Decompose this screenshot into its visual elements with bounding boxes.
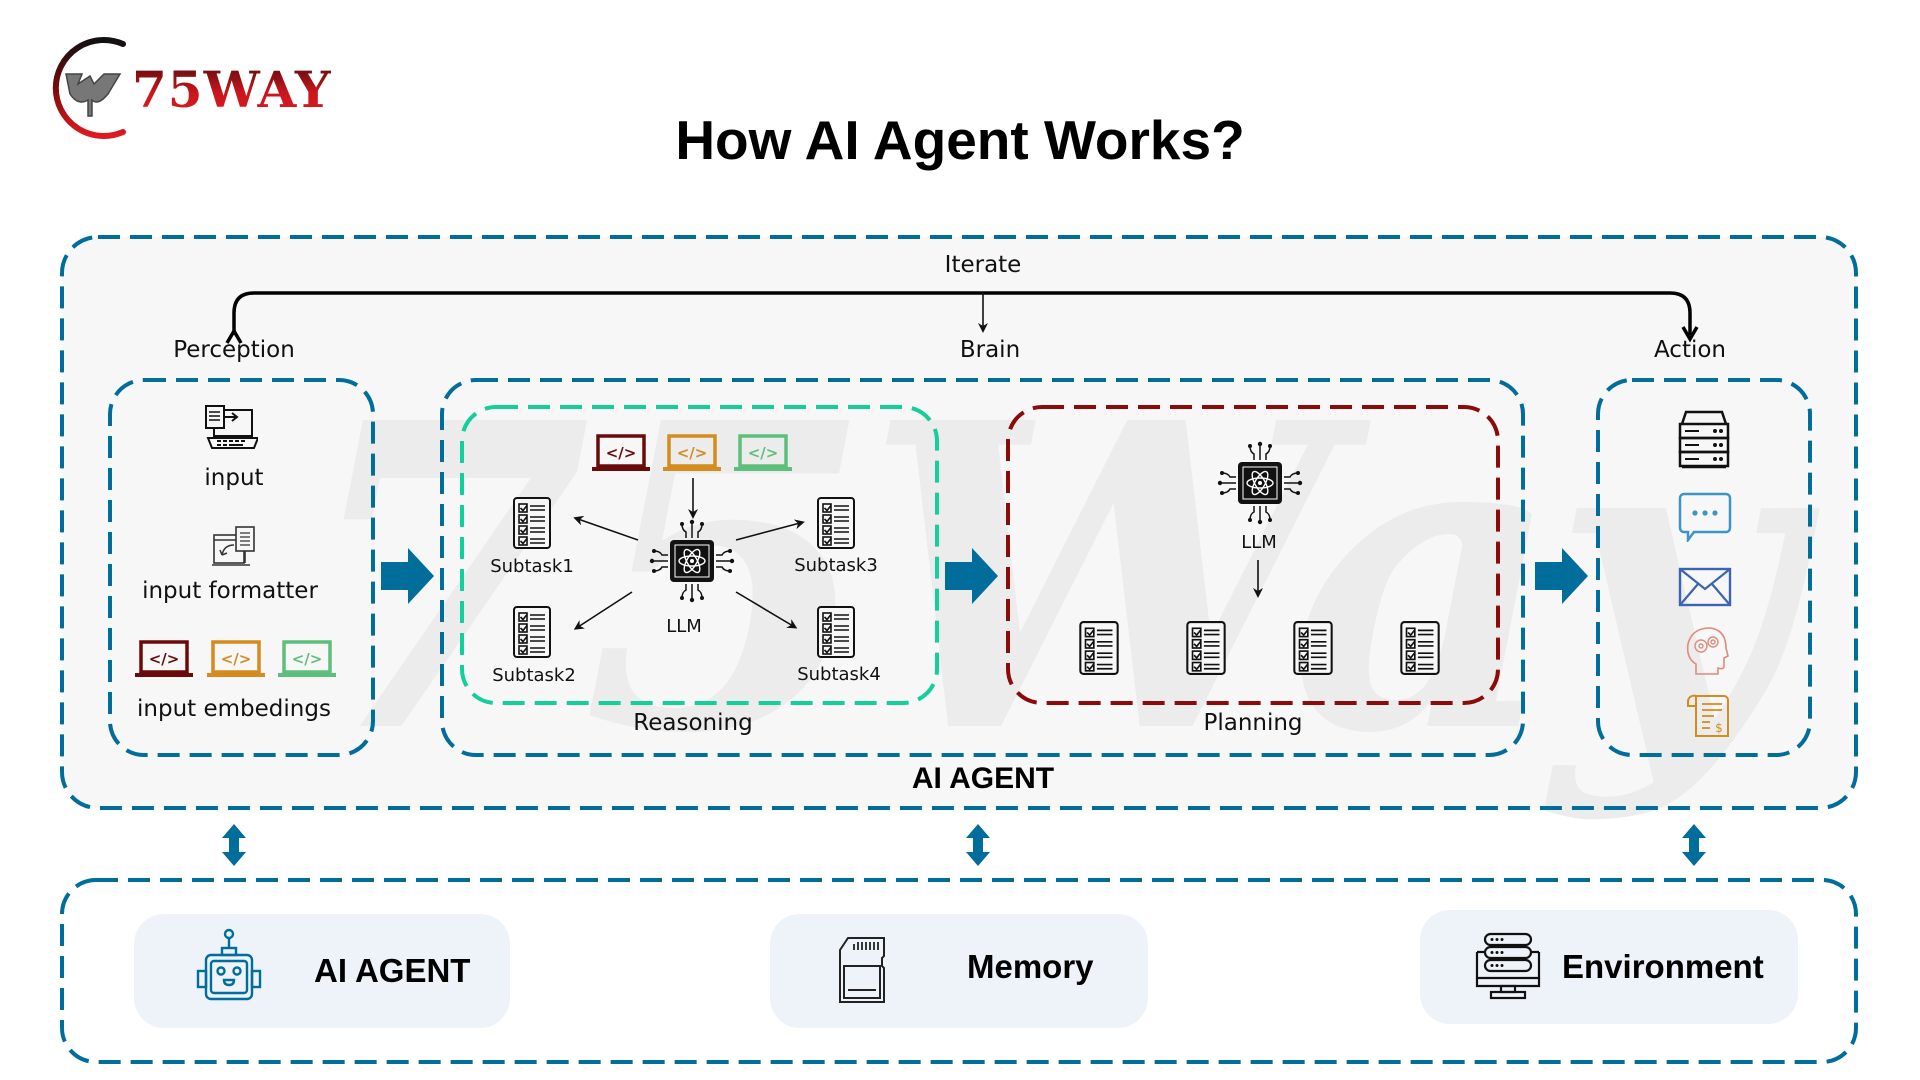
plan-task-icon bbox=[1079, 621, 1119, 675]
plan-task-icon bbox=[1293, 621, 1333, 675]
checklist-icon bbox=[513, 497, 551, 549]
code-laptop-icon: </> bbox=[663, 434, 721, 471]
perception-item-input-formatter: input formatter bbox=[142, 578, 318, 604]
svg-text:</>: </> bbox=[748, 444, 779, 462]
svg-text:</>: </> bbox=[149, 650, 180, 668]
iterate-label: Iterate bbox=[944, 252, 1022, 278]
svg-text:</>: </> bbox=[292, 650, 323, 668]
code-laptop-icon: </> bbox=[592, 434, 650, 471]
svg-text:</>: </> bbox=[221, 650, 252, 668]
plan-task-icon bbox=[1400, 621, 1440, 675]
environment-link-double-arrow bbox=[1682, 824, 1706, 866]
checklist-icon bbox=[817, 497, 855, 549]
iterate-loop-line bbox=[225, 291, 1699, 344]
resource-card-ai-agent: AI AGENT bbox=[134, 914, 510, 1028]
brain-gears-icon bbox=[1686, 627, 1729, 675]
svg-text:</>: </> bbox=[677, 444, 708, 462]
code-laptop-icon: </> bbox=[135, 640, 193, 677]
page-title: How AI Agent Works? bbox=[675, 109, 1245, 171]
chat-bubble-icon bbox=[1678, 492, 1732, 542]
sd-card-icon bbox=[839, 937, 885, 1003]
resource-card-label: Memory bbox=[967, 948, 1094, 985]
laptop-input-icon bbox=[205, 405, 258, 449]
action-label: Action bbox=[1653, 337, 1727, 363]
subtask-label: Subtask1 bbox=[490, 556, 574, 577]
llm-to-subtask1-arrow bbox=[573, 515, 639, 541]
reasoning-frame bbox=[460, 405, 939, 705]
resource-card-label: Environment bbox=[1562, 948, 1764, 985]
checklist-icon bbox=[513, 606, 551, 658]
code-laptop-icon: </> bbox=[734, 434, 792, 471]
logo-text: 75WAY bbox=[132, 60, 332, 119]
subtask-label: Subtask3 bbox=[794, 555, 878, 576]
perception-label: Perception bbox=[173, 337, 295, 363]
planning-frame bbox=[1006, 405, 1500, 705]
server-icon bbox=[1678, 410, 1730, 469]
brain-label: Brain bbox=[959, 337, 1021, 363]
llm-chip-icon bbox=[1217, 441, 1303, 525]
checklist-icon bbox=[817, 606, 855, 658]
perception-item-input: input bbox=[204, 465, 264, 491]
resource-card-label: AI AGENT bbox=[314, 952, 471, 989]
action-frame bbox=[1596, 378, 1812, 757]
server-monitor-icon bbox=[1475, 932, 1541, 1000]
brain-to-action-arrow bbox=[1535, 548, 1588, 604]
perception-frame bbox=[108, 378, 375, 757]
subtask-label: Subtask2 bbox=[492, 665, 576, 686]
code-laptop-icon: </> bbox=[278, 640, 336, 677]
memory-link-double-arrow bbox=[966, 824, 990, 866]
llm-to-subtask2-arrow bbox=[573, 591, 633, 630]
llm-to-subtask4-arrow bbox=[735, 591, 798, 629]
planning-llm-label: LLM bbox=[1241, 532, 1277, 553]
ai-agent-label: AI AGENT bbox=[911, 762, 1055, 795]
brand-logo: 75WAY bbox=[38, 36, 338, 140]
perception-to-brain-arrow bbox=[381, 548, 434, 604]
code-laptop-icon: </> bbox=[207, 640, 265, 677]
logo-swoosh-icon bbox=[52, 37, 126, 139]
llm-to-subtask3-arrow bbox=[735, 519, 805, 541]
llm-chip-icon bbox=[649, 519, 735, 603]
reasoning-to-planning-arrow bbox=[945, 548, 998, 604]
perception-item-input-embeddings: input embedings bbox=[137, 696, 331, 722]
agent-link-double-arrow bbox=[222, 824, 246, 866]
reasoning-llm-label: LLM bbox=[666, 616, 702, 637]
document-formatter-icon bbox=[212, 526, 255, 566]
svg-text:$: $ bbox=[1715, 721, 1723, 735]
robot-icon bbox=[196, 928, 262, 1001]
brain-frame bbox=[440, 378, 1525, 757]
reasoning-label: Reasoning bbox=[633, 710, 753, 736]
ai-agent-frame bbox=[60, 235, 1858, 810]
resource-card-memory: Memory bbox=[770, 914, 1148, 1028]
resources-frame bbox=[60, 878, 1858, 1064]
subtask-label: Subtask4 bbox=[797, 664, 881, 685]
envelope-icon bbox=[1678, 567, 1732, 607]
invoice-icon: $ bbox=[1687, 694, 1729, 737]
svg-text:</>: </> bbox=[606, 444, 637, 462]
resource-card-environment: Environment bbox=[1420, 910, 1798, 1024]
planning-label: Planning bbox=[1203, 710, 1303, 736]
plan-task-icon bbox=[1186, 621, 1226, 675]
